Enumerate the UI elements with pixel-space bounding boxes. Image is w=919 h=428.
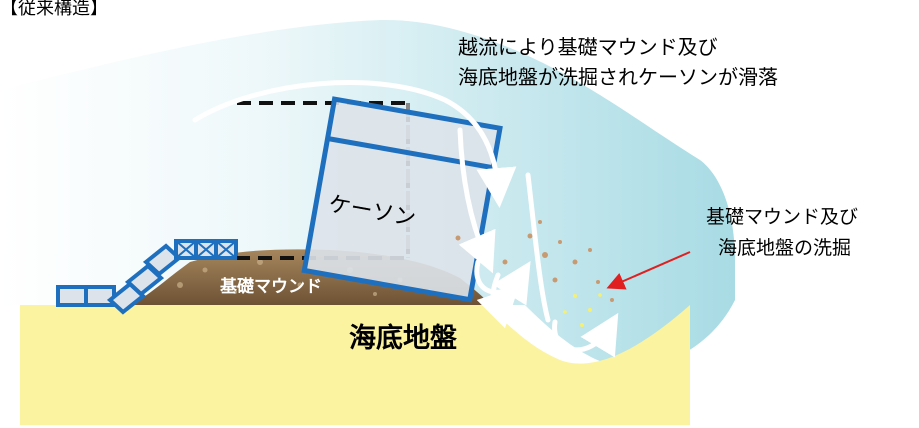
vortex-arrow-3-icon	[476, 272, 520, 329]
plunge-arrow-2-icon	[525, 172, 551, 323]
seabed	[20, 305, 690, 425]
overflow-arrow-icon	[192, 80, 517, 208]
caption-line-2: 海底地盤が洗掘されケーソンが滑落	[458, 65, 778, 89]
seabed-label: 海底地盤	[349, 323, 457, 354]
plunge-arrow-1-icon	[457, 127, 496, 274]
tilted-caisson	[301, 96, 503, 303]
scour-label-line-1: 基礎マウンド及び	[706, 206, 859, 228]
flow-arrows	[192, 80, 619, 358]
mound-label: 基礎マウンド	[220, 277, 322, 297]
vortex-arrow-2-icon	[552, 312, 619, 358]
caption-line-1: 越流により基礎マウンド及び	[458, 35, 718, 59]
armor-blocks	[56, 239, 238, 315]
diagram-heading: 【従来構造】	[0, 0, 108, 19]
red-arrow-icon	[606, 251, 691, 290]
scour-label-line-2: 海底地盤の洗掘	[718, 237, 852, 259]
